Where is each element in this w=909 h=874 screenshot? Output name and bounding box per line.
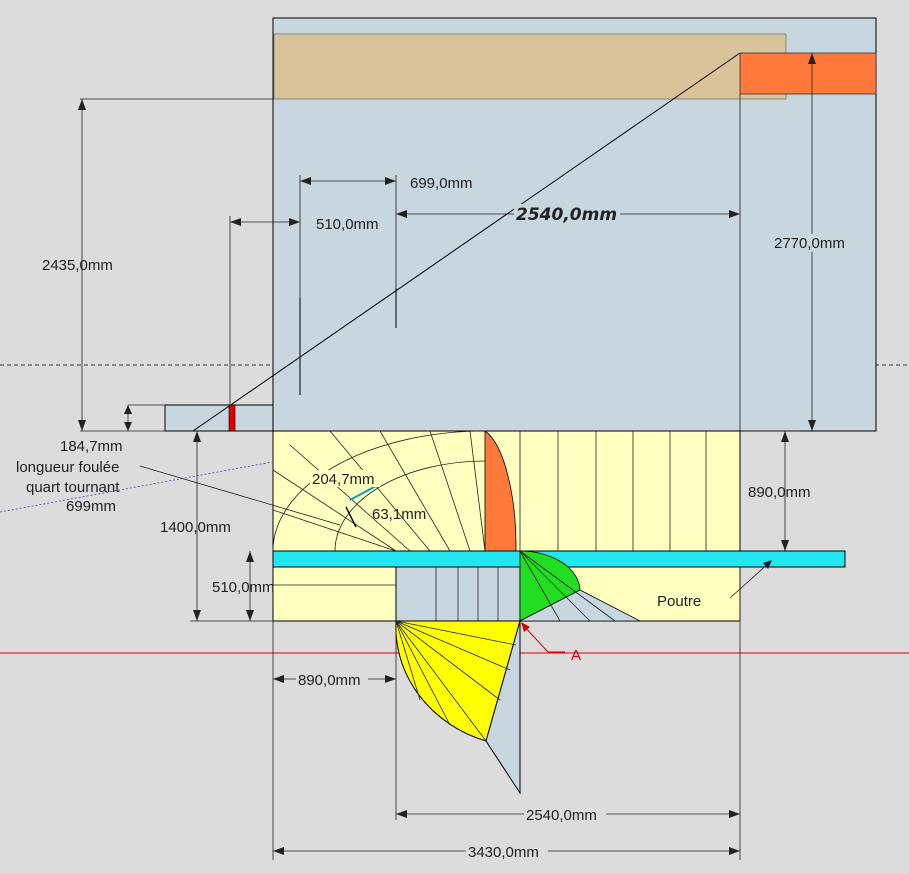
- dim-1400-label: 1400,0mm: [160, 519, 231, 536]
- longueur-line2: quart tournant: [26, 479, 120, 496]
- arrow-890-bottom-left: [273, 675, 284, 683]
- longueur-leader: [139, 465, 341, 526]
- dim-510-top-label: 510,0mm: [316, 216, 379, 233]
- dim-63-label: 63,1mm: [372, 506, 426, 523]
- arrow-2540-bottom-left: [396, 810, 407, 818]
- stair-slope-line: [192, 52, 741, 432]
- dim-3430-label: 3430,0mm: [468, 844, 539, 861]
- arrow-2540-right: [729, 210, 740, 218]
- poutre-label: Poutre: [657, 593, 701, 610]
- outer-arc: [272, 430, 486, 552]
- yellow-fan: [395, 620, 521, 742]
- arrow-184-bottom: [124, 422, 132, 431]
- dim-204-label: 204,7mm: [312, 471, 375, 488]
- arrow-1400-bottom: [193, 610, 201, 621]
- arrow-2770-bottom: [808, 420, 816, 431]
- dim-2770-label: 2770,0mm: [774, 235, 845, 252]
- dim-204-bg: [310, 470, 380, 487]
- arrow-890-right-bottom: [781, 540, 789, 551]
- arrow-2540-bottom-right: [729, 810, 740, 818]
- dim-184-label: 184,7mm: [60, 438, 123, 455]
- grey-fan-wedge: [485, 620, 521, 795]
- point-a-arrow: [521, 622, 530, 632]
- dim-2540-top-label: 2540,0mm: [516, 205, 617, 225]
- green-winder: [519, 550, 581, 622]
- arrow-699-right: [385, 177, 396, 185]
- poutre-arrow: [763, 560, 772, 569]
- 63mm-marker: [345, 506, 357, 528]
- dim-2770-label-bg: [772, 234, 854, 252]
- first-step-elevation: [164, 404, 274, 432]
- arrow-699-left: [300, 177, 311, 185]
- grey-wedge: [519, 589, 641, 622]
- arrow-3430-left: [273, 847, 284, 855]
- straight-treads: [519, 431, 707, 551]
- dim-2540-bottom-label: 2540,0mm: [526, 807, 597, 824]
- winder-lines: [272, 430, 486, 552]
- arrow-2435-bottom: [78, 420, 86, 431]
- arrow-2540-left: [396, 210, 407, 218]
- yellow-fan-lines: [395, 620, 517, 742]
- dim-890-right-label: 890,0mm: [748, 484, 811, 501]
- arrow-510-left-bottom: [246, 610, 254, 621]
- arrow-510-left: [230, 218, 241, 226]
- floor-wood-band: [273, 33, 787, 100]
- arrow-1400-top: [193, 431, 201, 442]
- poutre-leader: [729, 561, 771, 599]
- dim-2435-label: 2435,0mm: [42, 257, 113, 274]
- dim-2540-label-bg: [514, 204, 620, 224]
- dim-3430-bg: [466, 842, 548, 860]
- red-marker: [228, 404, 236, 432]
- arrow-2770-top: [808, 53, 816, 64]
- arrow-510-left-top: [246, 551, 254, 562]
- arrow-510-right: [289, 218, 300, 226]
- arrow-3430-right: [729, 847, 740, 855]
- arrow-2435-top: [78, 99, 86, 110]
- green-lines: [519, 550, 616, 622]
- arrow-890-bottom-right: [385, 675, 396, 683]
- arrow-890-right-top: [781, 431, 789, 442]
- longueur-line3: 699mm: [66, 498, 116, 515]
- dim-890-bottom-bg: [296, 670, 368, 688]
- longueur-line1: longueur foulée: [16, 459, 119, 476]
- 204mm-marker: [349, 485, 377, 501]
- dim-2540-bottom-bg: [524, 805, 606, 823]
- dim-510-left-label: 510,0mm: [212, 579, 275, 596]
- orange-landing-block: [739, 52, 877, 95]
- arrow-184-top: [124, 405, 132, 414]
- dim-890-bottom-label: 890,0mm: [298, 672, 361, 689]
- dim-699-label: 699,0mm: [410, 175, 473, 192]
- lower-landing-lines: [273, 567, 499, 621]
- orange-quarter: [484, 430, 517, 552]
- point-a-label: A: [571, 647, 581, 664]
